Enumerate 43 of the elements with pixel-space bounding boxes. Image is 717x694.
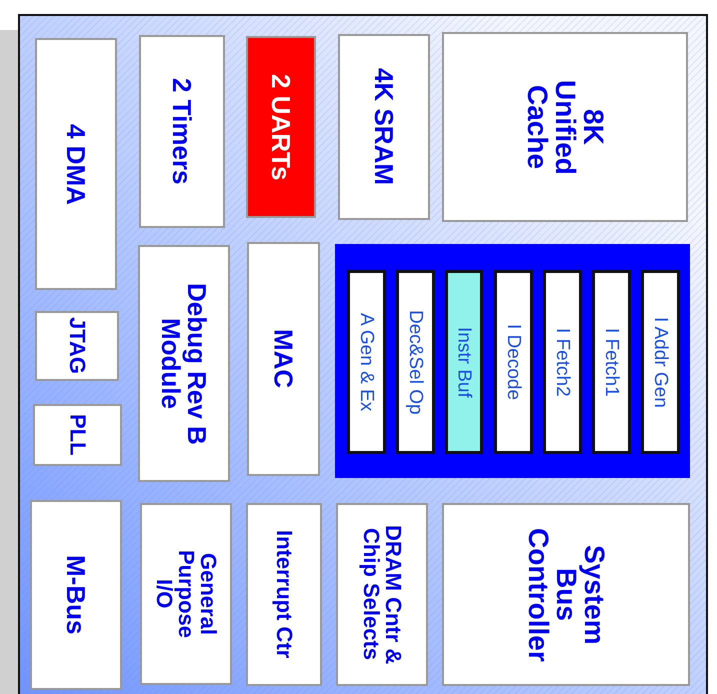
stage-label: Instr Buf: [454, 326, 474, 398]
functional-block: [35, 311, 119, 381]
pipeline-stage: [543, 270, 582, 454]
functional-block: [139, 35, 225, 228]
block-label: Debug Rev B Module: [158, 282, 210, 446]
functional-block: [138, 245, 230, 482]
pipeline-stage: [641, 270, 680, 454]
block-label: DRAM Cntr & Chip Selects: [360, 524, 404, 666]
block-label: M-Bus: [63, 555, 89, 635]
stage-label: I Fetch1: [602, 328, 621, 396]
functional-block: [442, 503, 690, 686]
functional-block: [336, 503, 428, 686]
functional-block: [442, 32, 688, 222]
block-label: JTAG: [66, 317, 88, 375]
block-label: General Purpose I/O: [153, 548, 219, 640]
stage-label: Dec&Sel Op: [406, 310, 425, 414]
functional-block: [246, 503, 322, 686]
functional-block: [338, 34, 430, 220]
block-label: 4K SRAM: [371, 68, 397, 186]
block-label: MAC: [270, 329, 296, 389]
functional-block: [33, 404, 122, 466]
stage-label: I Fetch2: [553, 328, 572, 396]
block-label: 2 Timers: [169, 78, 195, 185]
pipeline-stage: [347, 270, 386, 454]
pipeline-stage: [494, 270, 533, 454]
functional-block: [140, 503, 232, 685]
block-label: PLL: [66, 414, 88, 456]
block-label: 8K Unified Cache: [523, 78, 607, 176]
functional-block: [246, 36, 316, 218]
stage-label: I Decode: [504, 324, 523, 400]
pipeline-stage: [445, 270, 483, 454]
block-label: Interrupt Ctr: [273, 530, 295, 659]
block-label: 2 UARTs: [268, 74, 294, 180]
block-label: 4 DMA: [63, 124, 89, 204]
stage-label: I Addr Gen: [651, 316, 670, 408]
functional-block: [30, 500, 122, 690]
stage-label: A Gen & Ex: [357, 312, 376, 412]
functional-block: [35, 38, 117, 290]
pipeline-panel: [335, 244, 690, 478]
pipeline-stage: [592, 270, 631, 454]
block-label: System Bus Controller: [524, 526, 608, 664]
pipeline-stage: [396, 270, 435, 454]
functional-block: [247, 242, 320, 476]
